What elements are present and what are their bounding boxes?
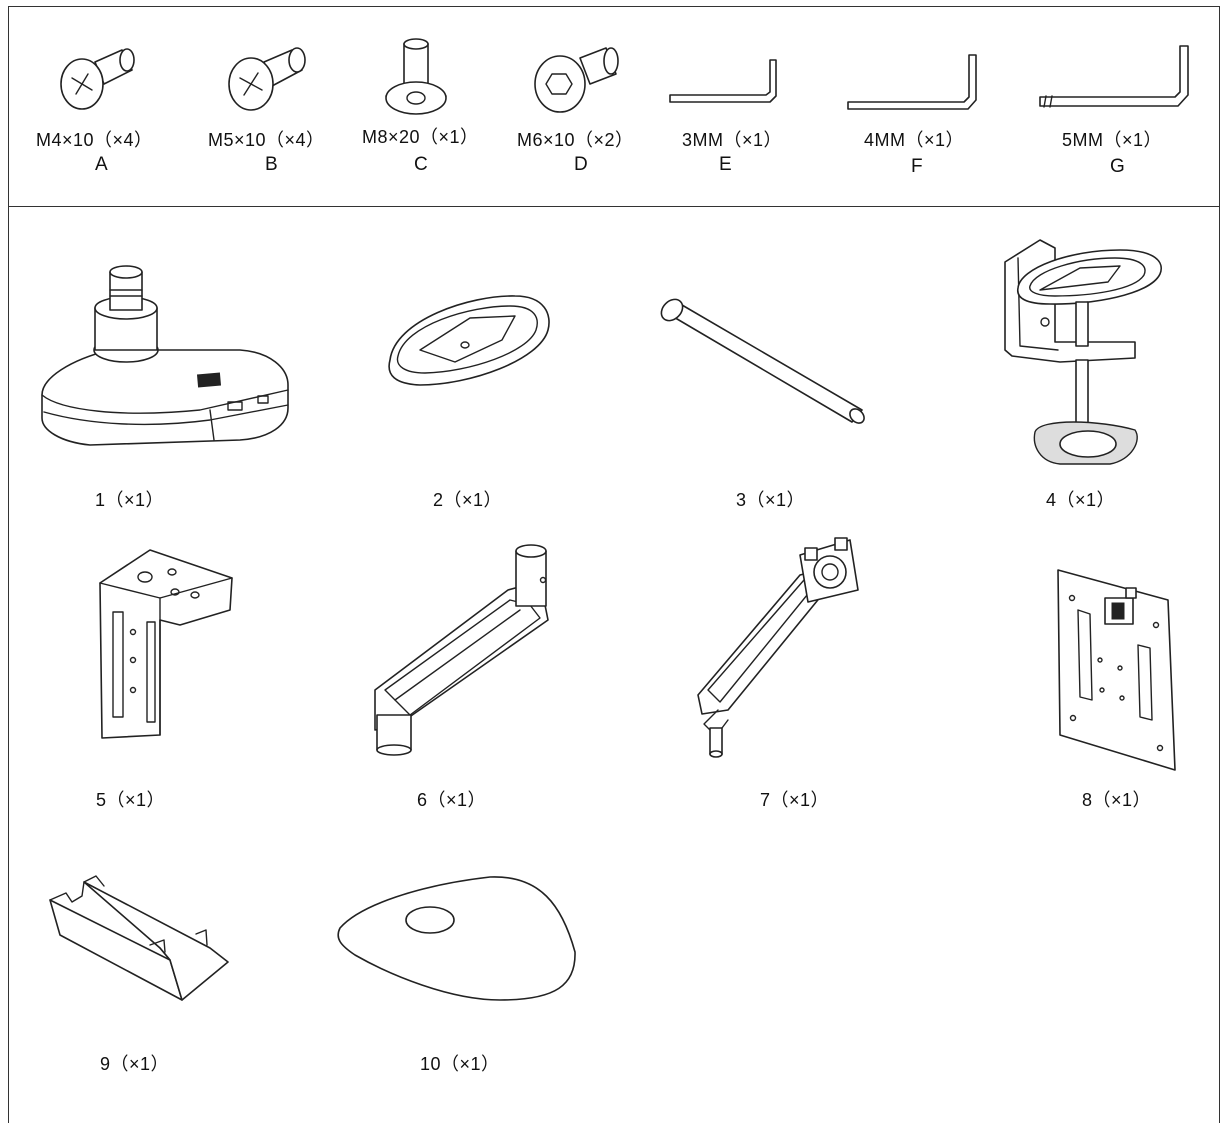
lower-arm-icon: [374, 544, 549, 756]
hardware-size-label: 3MM（×1）: [682, 130, 783, 150]
gas-spring-arm-icon: [697, 537, 859, 758]
base-pad-icon: [337, 876, 576, 1001]
allen-key-icon: [847, 54, 977, 110]
part-label: 10（×1）: [420, 1054, 500, 1074]
hardware-size-label: 4MM（×1）: [864, 130, 965, 150]
part-label: 7（×1）: [760, 790, 830, 810]
parts-list-frame: [8, 6, 1220, 1123]
desk-base-with-usb-icon: [41, 265, 289, 446]
hardware-code-label: A: [95, 154, 108, 175]
desk-clamp-icon: [1004, 239, 1162, 465]
part-label: 6（×1）: [417, 790, 487, 810]
part-label: 5（×1）: [96, 790, 166, 810]
hardware-code-label: B: [265, 154, 278, 175]
part-label: 2（×1）: [433, 490, 503, 510]
hardware-code-label: D: [574, 154, 588, 175]
part-label: 4（×1）: [1046, 490, 1116, 510]
section-divider: [8, 206, 1220, 207]
allen-key-icon: [1039, 45, 1189, 108]
cable-cover-icon: [49, 875, 229, 1001]
part-label: 8（×1）: [1082, 790, 1152, 810]
part-label: 9（×1）: [100, 1054, 170, 1074]
phillips-pan-screw-icon: [228, 47, 306, 111]
hardware-code-label: G: [1110, 156, 1125, 177]
hardware-code-label: E: [719, 154, 732, 175]
allen-key-icon: [669, 59, 777, 103]
hardware-size-label: M5×10（×4）: [208, 130, 325, 150]
l-bracket-icon: [99, 549, 233, 739]
part-label: 3（×1）: [736, 490, 806, 510]
steel-pin-icon: [660, 298, 865, 424]
phillips-pan-screw-icon: [60, 48, 135, 110]
vesa-plate-icon: [1057, 569, 1176, 771]
hardware-size-label: M8×20（×1）: [362, 127, 479, 147]
hardware-code-label: C: [414, 154, 428, 175]
hardware-size-label: M4×10（×4）: [36, 130, 153, 150]
oval-base-plate-icon: [388, 295, 550, 386]
hex-flat-head-bolt-icon: [385, 38, 447, 115]
part-label: 1（×1）: [95, 490, 165, 510]
hex-socket-bolt-icon: [534, 47, 619, 113]
hardware-code-label: F: [911, 156, 923, 177]
hardware-size-label: 5MM（×1）: [1062, 130, 1163, 150]
hardware-size-label: M6×10（×2）: [517, 130, 634, 150]
